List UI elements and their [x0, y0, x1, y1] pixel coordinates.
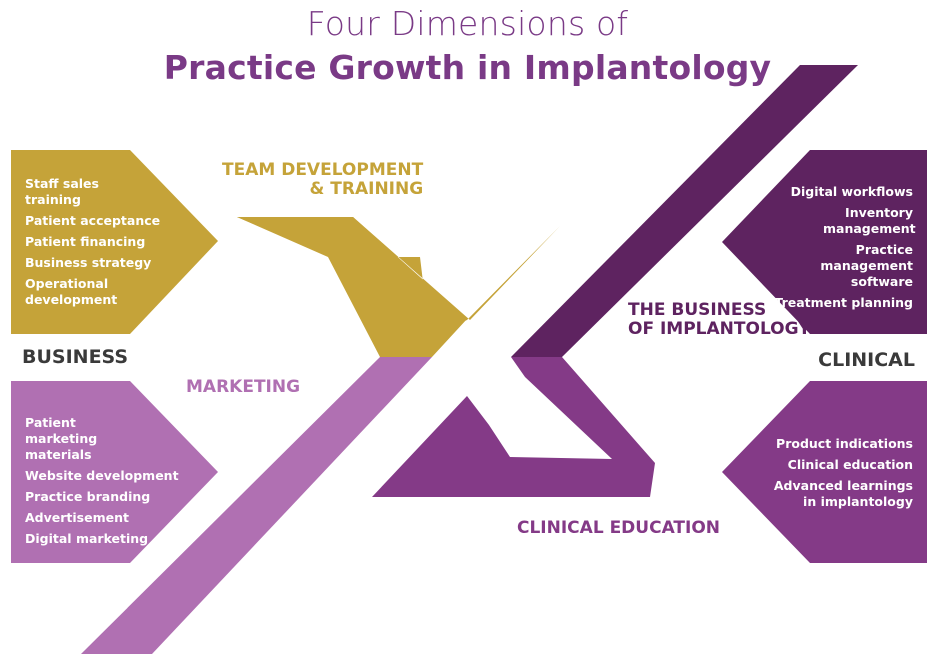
team-label-line-1: TEAM DEVELOPMENT: [222, 160, 424, 180]
marketing-item: Advertisement: [25, 510, 129, 525]
education-items-list: Product indications Clinical education A…: [773, 436, 913, 515]
education-label: CLINICAL EDUCATION: [517, 518, 721, 538]
team-item: Patient financing: [25, 234, 146, 249]
marketing-items-box: [11, 381, 218, 563]
marketing-label: MARKETING: [186, 377, 301, 397]
business-items-list: Digital workflows Inventory management P…: [763, 184, 916, 316]
marketing-ribbon: [81, 357, 432, 654]
education-items-box: [722, 381, 927, 563]
business-items-box: [722, 150, 927, 334]
business-item: Treatment planning: [774, 295, 913, 310]
team-items-box: [11, 150, 218, 334]
education-item: Clinical education: [787, 457, 913, 472]
business-item: Practice management software: [820, 242, 913, 289]
clinical-heading: CLINICAL: [818, 349, 915, 371]
marketing-item: Practice branding: [25, 489, 151, 504]
business-label-line-1: THE BUSINESS: [628, 300, 767, 320]
marketing-item: Patient marketing materials: [25, 415, 98, 462]
education-item: Product indications: [776, 436, 913, 451]
team-item: Operational development: [25, 276, 118, 307]
business-heading: BUSINESS: [22, 346, 129, 368]
business-label-line-2: OF IMPLANTOLOGY: [628, 319, 811, 339]
marketing-item: Digital marketing: [25, 531, 149, 546]
business-ribbon: [511, 65, 858, 357]
title-line-2: Practice Growth in Implantology: [163, 48, 772, 87]
team-label: TEAM DEVELOPMENT & TRAINING: [222, 161, 423, 199]
marketing-item: Website development: [25, 468, 179, 483]
business-item: Inventory management: [823, 205, 916, 236]
team-label-line-2: & TRAINING: [309, 179, 424, 199]
business-item: Digital workflows: [790, 184, 913, 199]
education-item: Advanced learnings in implantology: [773, 478, 913, 509]
business-label: THE BUSINESS OF IMPLANTOLOGY: [628, 301, 811, 339]
team-item: Staff sales training: [25, 176, 99, 207]
title-line-1: Four Dimensions of: [306, 4, 629, 43]
team-ribbon-main: [237, 217, 558, 357]
team-item: Patient acceptance: [25, 213, 161, 228]
education-ribbon: [372, 357, 655, 497]
team-items-list: Staff sales training Patient acceptance …: [25, 176, 160, 313]
marketing-items-list: Patient marketing materials Website deve…: [25, 415, 179, 552]
team-item: Business strategy: [25, 255, 152, 270]
